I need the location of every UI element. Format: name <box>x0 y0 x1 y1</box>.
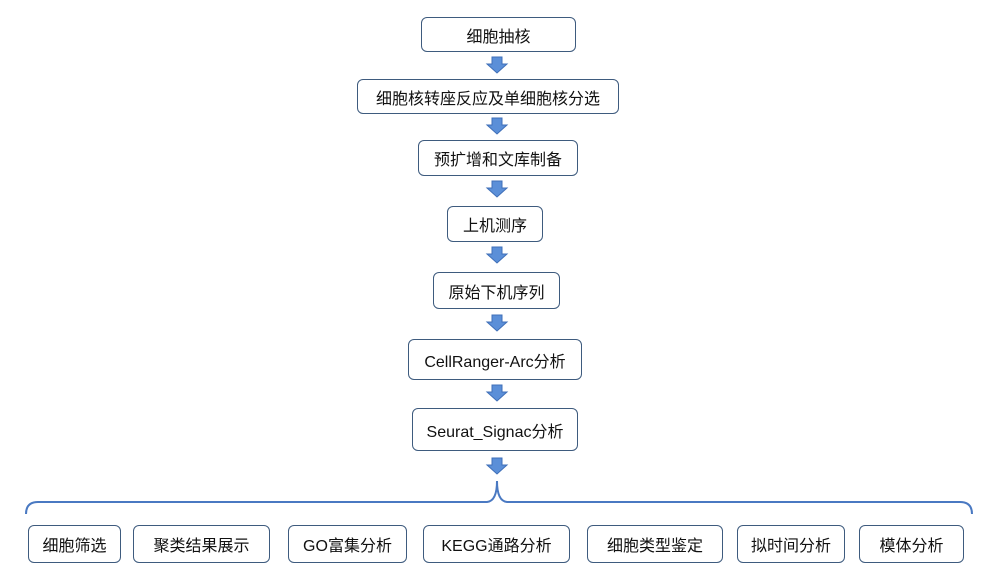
flow-arrow-4 <box>485 246 509 264</box>
output-cell-filtering: 细胞筛选 <box>28 525 121 563</box>
output-motif: 模体分析 <box>859 525 964 563</box>
step-cellranger-arc: CellRanger-Arc分析 <box>408 339 582 380</box>
output-clustering: 聚类结果展示 <box>133 525 270 563</box>
output-kegg-pathway: KEGG通路分析 <box>423 525 570 563</box>
step-sequencing: 上机测序 <box>447 206 543 242</box>
output-pseudotime: 拟时间分析 <box>737 525 845 563</box>
step-raw-reads: 原始下机序列 <box>433 272 560 309</box>
flow-arrow-2 <box>485 117 509 135</box>
flow-arrow-6 <box>485 384 509 402</box>
flow-arrow-5 <box>485 314 509 332</box>
step-seurat-signac: Seurat_Signac分析 <box>412 408 578 451</box>
flow-arrow-7 <box>485 457 509 475</box>
step-preamp-library: 预扩增和文库制备 <box>418 140 578 176</box>
flow-arrow-3 <box>485 180 509 198</box>
step-nucleus-extraction: 细胞抽核 <box>421 17 576 52</box>
output-go-enrichment: GO富集分析 <box>288 525 407 563</box>
flow-arrow-1 <box>485 56 509 74</box>
step-transposition-sorting: 细胞核转座反应及单细胞核分选 <box>357 79 619 114</box>
brace-connector <box>25 480 973 515</box>
output-cell-type: 细胞类型鉴定 <box>587 525 723 563</box>
